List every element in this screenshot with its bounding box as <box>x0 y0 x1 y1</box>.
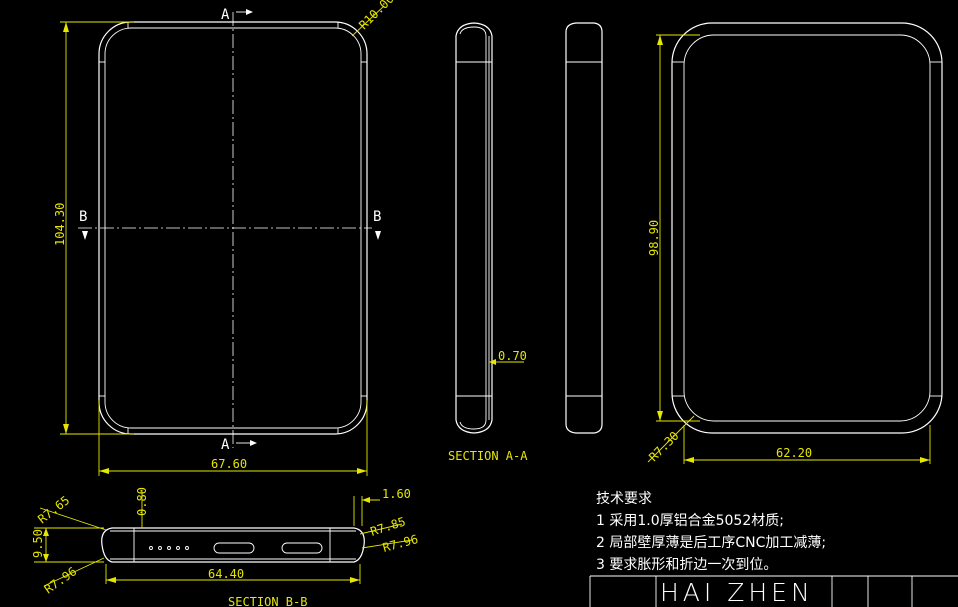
right-width-dim: 62.20 <box>776 446 812 460</box>
notes-item: 1 采用1.0厚铝合金5052材质; <box>596 513 784 529</box>
notes-item: 3 要求胀形和折边一次到位。 <box>596 557 778 573</box>
section-bb-left-lower-radius-dim: R7.96 <box>42 564 80 596</box>
section-aa-title: SECTION A-A <box>448 449 528 463</box>
section-b-left-label: B <box>79 209 87 225</box>
section-bb-title: SECTION B-B <box>228 595 307 607</box>
section-bb-thickness-dim: 0.80 <box>135 487 149 516</box>
title-block-company: HAI ZHEN <box>660 578 814 607</box>
section-a-bottom-label: A <box>221 437 230 453</box>
right-corner-radius-dim: R7.30 <box>646 429 681 464</box>
section-bb-view: 0.80 1.60 9.50 R7.65 R7.96 R7.85 R7.96 6… <box>31 487 420 607</box>
section-bb-width-dim: 64.40 <box>208 567 244 581</box>
section-bb-height-dim: 9.50 <box>31 529 45 558</box>
front-view: A A B B 104.30 67.60 R10.00 <box>53 0 397 476</box>
notes-title: 技术要求 <box>596 491 652 507</box>
section-aa-wall-dim: 0.70 <box>498 349 527 363</box>
section-bb-lip-dim: 1.60 <box>382 487 411 501</box>
notes-item: 2 局部壁厚薄是后工序CNC加工减薄; <box>596 535 827 551</box>
section-a-top-label: A <box>221 7 230 23</box>
right-view: 98.90 62.20 R7.30 <box>646 22 943 464</box>
right-height-dim: 98.90 <box>647 220 661 256</box>
front-width-dim: 67.60 <box>211 457 247 471</box>
section-aa-view: 0.70 SECTION A-A <box>448 22 528 463</box>
section-bb-right-lower-radius-dim: R7.96 <box>381 532 420 555</box>
title-block <box>589 575 958 607</box>
technical-requirements: 技术要求 1 采用1.0厚铝合金5052材质; 2 局部壁厚薄是后工序CNC加工… <box>596 488 826 576</box>
side-view <box>565 22 603 434</box>
section-bb-left-upper-radius-dim: R7.65 <box>35 493 72 526</box>
section-b-right-label: B <box>373 209 381 225</box>
front-corner-radius-dim: R10.00 <box>356 0 397 32</box>
front-height-dim: 104.30 <box>53 203 67 246</box>
